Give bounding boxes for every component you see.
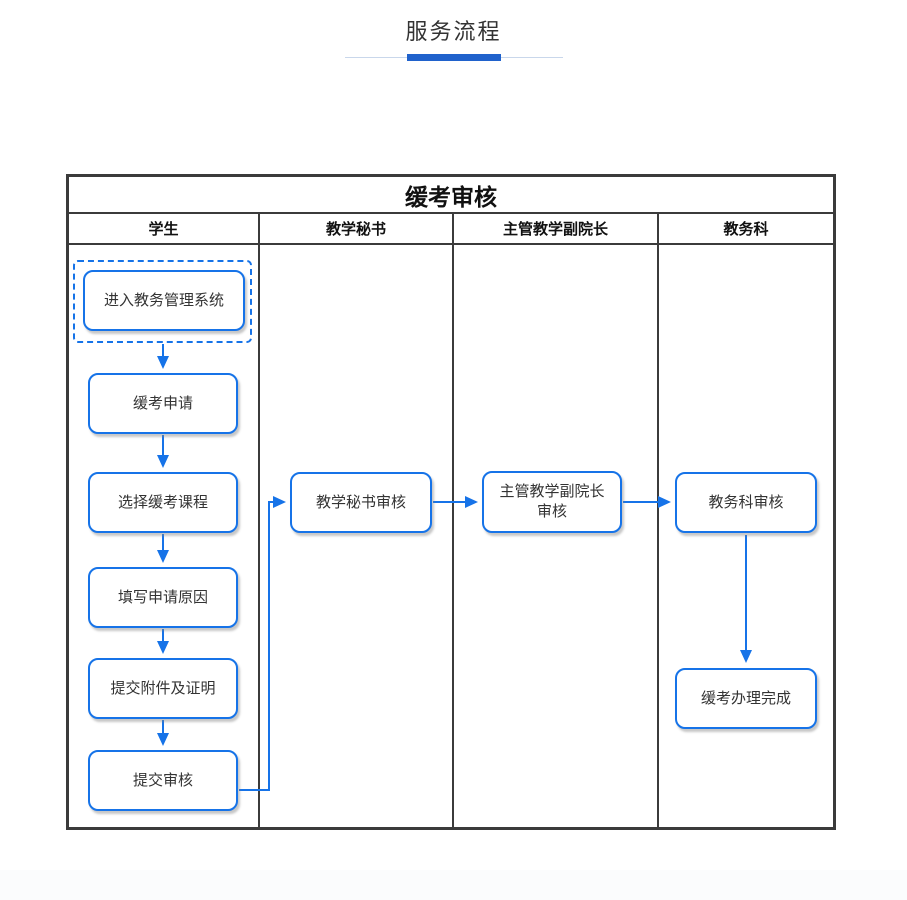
node-label: 缓考申请 (132, 394, 193, 412)
start-node-dashed-frame (73, 260, 252, 343)
node-fill-reason: 填写申请原因 (88, 567, 238, 628)
node-submit-attachments: 提交附件及证明 (88, 658, 238, 719)
node-complete: 缓考办理完成 (675, 668, 817, 729)
underline-accent-bar (406, 54, 501, 61)
node-label: 提交审核 (132, 771, 193, 789)
lane-secretary (260, 245, 454, 827)
node-label-line1: 主管教学副院长 (499, 483, 605, 500)
node-submit-review: 提交审核 (88, 750, 238, 811)
page-title: 服务流程 (405, 19, 502, 44)
node-label: 教务科审核 (708, 493, 784, 511)
lane-vice-dean (454, 245, 659, 827)
node-secretary-review: 教学秘书审核 (290, 472, 432, 533)
lane-header-student: 学生 (69, 214, 260, 243)
lane-header-vice-dean: 主管教学副院长 (454, 214, 659, 243)
node-academic-office-review: 教务科审核 (675, 472, 817, 533)
node-label: 缓考办理完成 (700, 689, 791, 707)
node-enter-system: 进入教务管理系统 (83, 270, 245, 331)
node-label: 教学秘书审核 (315, 493, 406, 511)
node-label: 提交附件及证明 (110, 679, 216, 697)
node-apply: 缓考申请 (88, 373, 238, 434)
node-label: 进入教务管理系统 (103, 291, 224, 309)
bottom-background-strip (0, 870, 907, 900)
node-vice-dean-review: 主管教学副院长 审核 (482, 471, 622, 533)
lane-header-row: 学生 教学秘书 主管教学副院长 教务科 (69, 214, 833, 245)
node-label: 填写申请原因 (117, 588, 208, 606)
lane-header-secretary: 教学秘书 (260, 214, 454, 243)
node-label-line2: 审核 (536, 503, 567, 520)
title-underline (344, 54, 563, 61)
node-select-course: 选择缓考课程 (88, 472, 238, 533)
node-label: 选择缓考课程 (117, 493, 208, 511)
lane-header-academic-office: 教务科 (723, 221, 769, 238)
diagram-title: 缓考审核 (69, 177, 833, 214)
lane-academic-office (659, 245, 833, 827)
